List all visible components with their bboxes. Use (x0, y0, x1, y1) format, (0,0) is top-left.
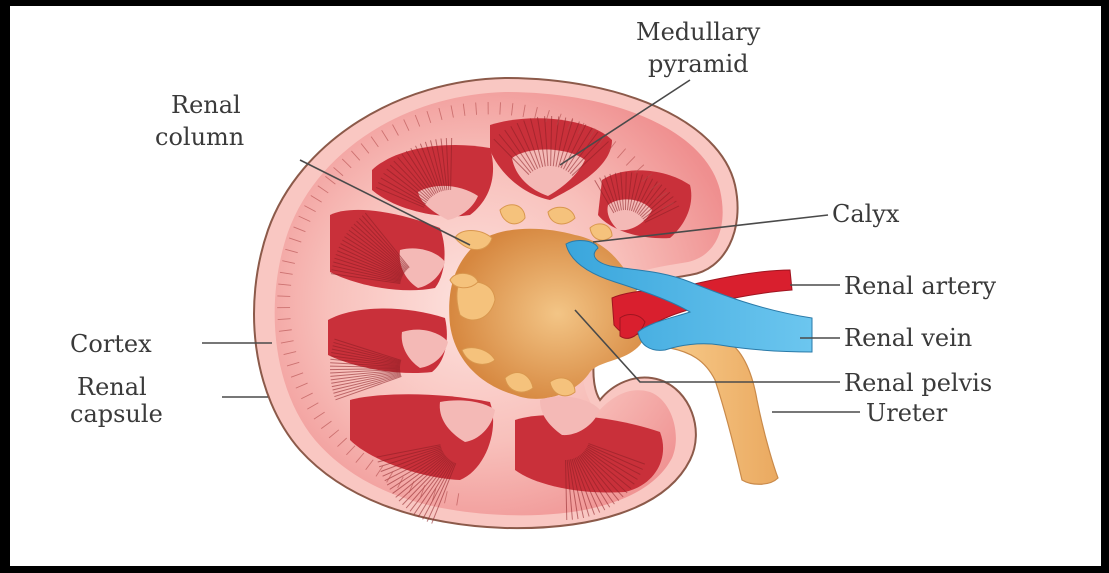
medullary-pyramid-label-line1: Medullary (636, 18, 761, 46)
renal-column-label-line1: Renal (171, 91, 241, 119)
ureter-label: Ureter (866, 399, 948, 427)
renal-vein-label: Renal vein (844, 324, 972, 352)
renal-capsule-label-line1: Renal (77, 373, 147, 401)
medullary-pyramid-label-line2: pyramid (648, 50, 749, 78)
calyx-label: Calyx (832, 200, 900, 228)
renal-capsule-label-line2: capsule (70, 400, 163, 428)
cortex-line (500, 102, 501, 114)
cortex-label: Cortex (70, 330, 152, 358)
renal-column-label-line2: column (155, 123, 244, 151)
renal-artery-label: Renal artery (844, 272, 996, 300)
renal-pelvis-label: Renal pelvis (844, 369, 992, 397)
cortex-line (277, 296, 290, 297)
